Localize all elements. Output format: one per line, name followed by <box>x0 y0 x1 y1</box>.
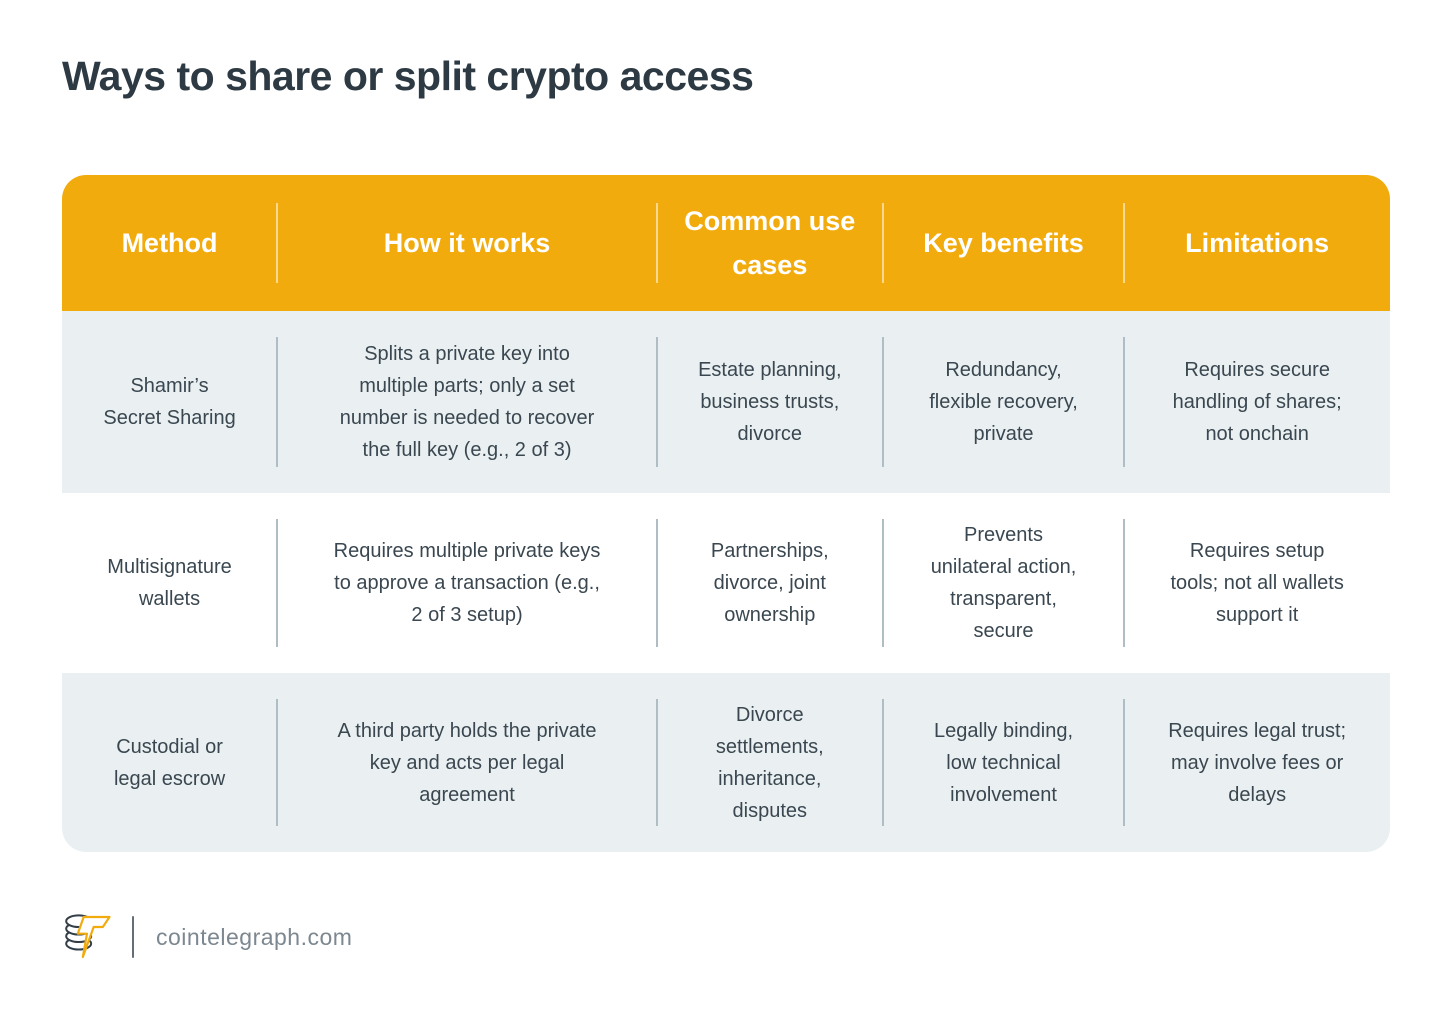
column-header-limitations: Limitations <box>1123 175 1390 311</box>
cell-common-use-cases: Partnerships, divorce, joint ownership <box>655 493 883 673</box>
cell-key-benefits: Legally binding, low technical involveme… <box>881 673 1125 852</box>
cell-limitations: Requires secure handling of shares; not … <box>1123 311 1390 493</box>
table-row-custodial-legal-escrow: Custodial or legal escrow A third party … <box>62 673 1390 852</box>
table-row-shamirs-secret-sharing: Shamir’s Secret Sharing Splits a private… <box>62 311 1390 493</box>
footer-site-url: cointelegraph.com <box>156 923 353 950</box>
cointelegraph-logo-icon <box>65 914 111 959</box>
cell-limitations: Requires legal trust; may involve fees o… <box>1123 673 1390 852</box>
cell-method: Custodial or legal escrow <box>113 735 226 790</box>
cell-key-benefits: Prevents unilateral action, transparent,… <box>881 493 1125 673</box>
footer: cointelegraph.com <box>62 908 352 966</box>
column-header-key-benefits: Key benefits <box>881 175 1125 311</box>
footer-divider <box>132 916 134 958</box>
cell-how-it-works: Splits a private key into multiple parts… <box>276 311 657 493</box>
cell-common-use-cases: Divorce settlements, inheritance, disput… <box>655 673 883 852</box>
column-header-common-use-cases: Common use cases <box>655 175 883 311</box>
column-header-how-it-works: How it works <box>276 175 657 311</box>
cell-common-use-cases: Estate planning, business trusts, divorc… <box>655 311 883 493</box>
cell-key-benefits: Redundancy, flexible recovery, private <box>881 311 1125 493</box>
cell-method: Shamir’s Secret Sharing <box>103 375 236 429</box>
cell-limitations: Requires setup tools; not all wallets su… <box>1123 493 1390 673</box>
table-header-row: Method How it works Common use cases Key… <box>62 175 1390 311</box>
cell-how-it-works: Requires multiple private keys to approv… <box>276 493 657 673</box>
page-title: Ways to share or split crypto access <box>62 53 754 99</box>
crypto-access-table: Method How it works Common use cases Key… <box>62 175 1390 852</box>
table-row-multisignature-wallets: Multisignature wallets Requires multiple… <box>62 493 1390 673</box>
cell-how-it-works: A third party holds the private key and … <box>276 673 657 852</box>
cell-method: Multisignature wallets <box>107 556 232 610</box>
column-header-method: Method <box>121 228 218 258</box>
